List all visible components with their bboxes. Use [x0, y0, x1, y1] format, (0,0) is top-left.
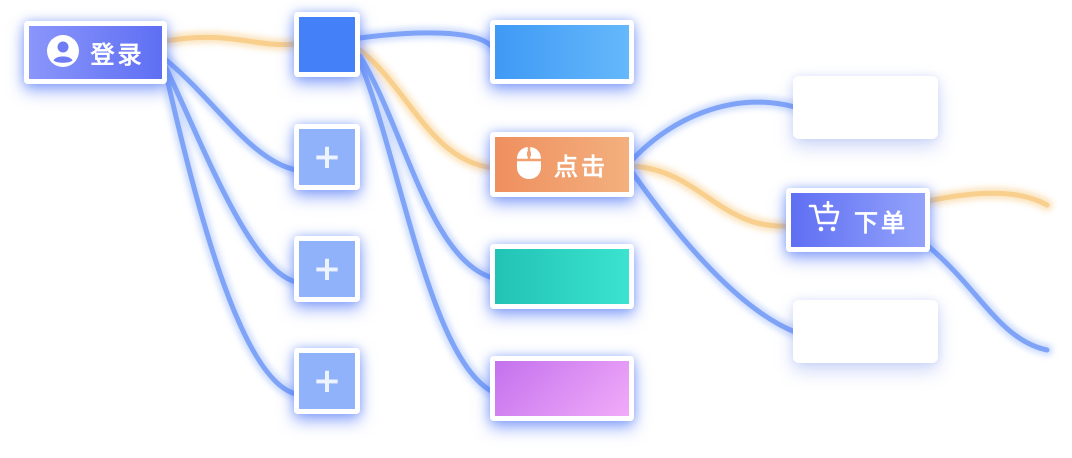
- add-node-2[interactable]: +: [294, 236, 360, 302]
- connector-line: [357, 30, 496, 51]
- connector-line: [163, 71, 299, 397]
- add-node-fill: [299, 241, 355, 297]
- purple-card-node[interactable]: [490, 356, 634, 421]
- login-node-content: 登录: [46, 34, 145, 71]
- connector-highlight: [925, 190, 1050, 208]
- order-node-content: 下单: [808, 200, 908, 239]
- add-node-content: +: [313, 252, 342, 286]
- shopping-cart-icon: [808, 200, 842, 239]
- order-node-fill: [791, 193, 925, 247]
- plus-icon: +: [312, 249, 342, 289]
- click-label: 点击: [554, 153, 608, 181]
- empty-card-bottom[interactable]: [793, 300, 938, 363]
- connector-line: [629, 99, 798, 163]
- add-node-1[interactable]: +: [294, 124, 360, 190]
- empty-card-top[interactable]: [793, 76, 938, 139]
- add-node-fill: [299, 129, 355, 185]
- user-circle-icon: [46, 34, 79, 71]
- teal-card-fill: [495, 249, 629, 304]
- click-node-content: 点击: [516, 146, 608, 184]
- connector-line: [629, 169, 798, 335]
- add-node-3[interactable]: +: [294, 348, 360, 414]
- blue-square-fill: [299, 17, 355, 72]
- login-node[interactable]: 登录: [24, 21, 167, 84]
- order-label: 下单: [854, 208, 908, 237]
- order-node[interactable]: 下单: [786, 188, 930, 252]
- connector-line: [357, 59, 496, 395]
- connector-glow: [354, 56, 499, 398]
- purple-card-fill: [495, 361, 629, 416]
- connector-line: [925, 243, 1050, 353]
- connector-line: [163, 57, 299, 173]
- add-node-content: +: [313, 364, 342, 398]
- blue-square-node[interactable]: [294, 12, 360, 77]
- login-label: 登录: [90, 41, 145, 69]
- blue-card-fill: [495, 25, 629, 79]
- connector-highlight: [163, 34, 299, 48]
- connector-highlight: [629, 163, 792, 229]
- add-node-content: +: [313, 140, 342, 174]
- teal-card-node[interactable]: [490, 244, 634, 309]
- click-node[interactable]: 点击: [490, 132, 634, 197]
- plus-icon: +: [312, 361, 342, 401]
- connector-line: [163, 65, 299, 285]
- mouse-icon: [516, 146, 542, 184]
- connector-highlight: [357, 47, 496, 171]
- add-node-fill: [299, 353, 355, 409]
- blue-card-node[interactable]: [490, 20, 634, 84]
- connector-line: [357, 53, 496, 281]
- plus-icon: +: [312, 137, 342, 177]
